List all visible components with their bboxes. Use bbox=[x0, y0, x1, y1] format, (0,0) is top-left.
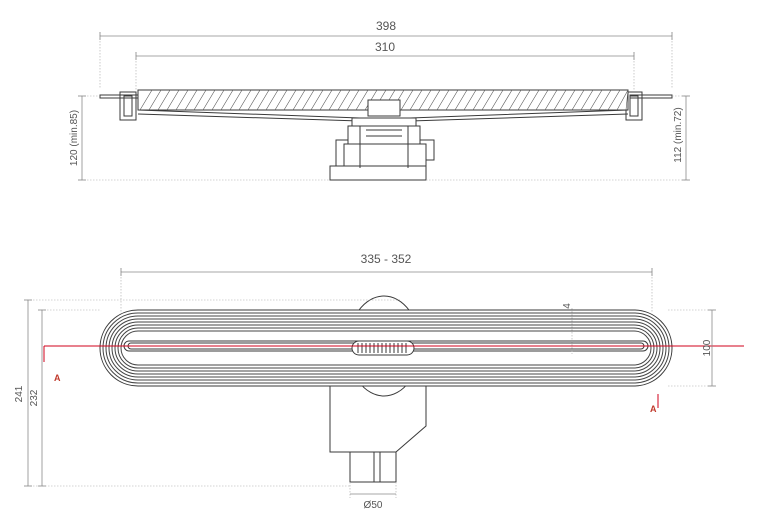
dim-height-right-label: 112 (min.72) bbox=[673, 107, 684, 162]
dim-total-height: 241 bbox=[14, 299, 400, 487]
dim-height-right: 112 (min.72) bbox=[426, 95, 690, 181]
dim-height-left-label: 120 (min.85) bbox=[69, 110, 80, 166]
section-label-left: A bbox=[54, 373, 61, 383]
dim-width: 100 bbox=[668, 309, 716, 387]
dim-total-width: 398 bbox=[99, 19, 673, 88]
left-frame bbox=[119, 91, 137, 121]
outlet-body bbox=[329, 381, 427, 483]
dim-length-range-label: 335 - 352 bbox=[361, 252, 412, 266]
contour-ring bbox=[117, 327, 655, 369]
contour-ring bbox=[114, 324, 658, 372]
center-post bbox=[367, 99, 401, 117]
dim-slope-label: 4 bbox=[562, 303, 573, 309]
contour-ring bbox=[105, 315, 667, 381]
dim-inner-height-label: 232 bbox=[29, 389, 40, 406]
dim-total-width-label: 398 bbox=[376, 19, 396, 33]
dim-length-range: 335 - 352 bbox=[120, 252, 653, 312]
dim-width-label: 100 bbox=[702, 339, 713, 356]
contour-ring bbox=[111, 321, 661, 375]
plan-view: 335 - 352 A A 4 bbox=[14, 252, 744, 511]
trap-assembly bbox=[329, 117, 435, 181]
dim-height-left: 120 (min.85) bbox=[69, 95, 330, 181]
dim-total-height-label: 241 bbox=[14, 385, 25, 402]
contour-ring bbox=[102, 312, 670, 384]
contour-ring bbox=[108, 318, 664, 378]
right-frame bbox=[625, 91, 643, 121]
dim-grate-width-label: 310 bbox=[375, 40, 395, 54]
dim-outlet: Ø50 bbox=[349, 482, 397, 511]
section-label-right: A bbox=[650, 404, 657, 414]
center-grille bbox=[351, 340, 415, 356]
dim-grate-width: 310 bbox=[135, 40, 635, 90]
section-view: 398 310 bbox=[69, 19, 690, 181]
dim-inner-height: 232 bbox=[29, 309, 100, 487]
dim-outlet-label: Ø50 bbox=[364, 500, 383, 511]
contour-ring bbox=[120, 330, 652, 366]
